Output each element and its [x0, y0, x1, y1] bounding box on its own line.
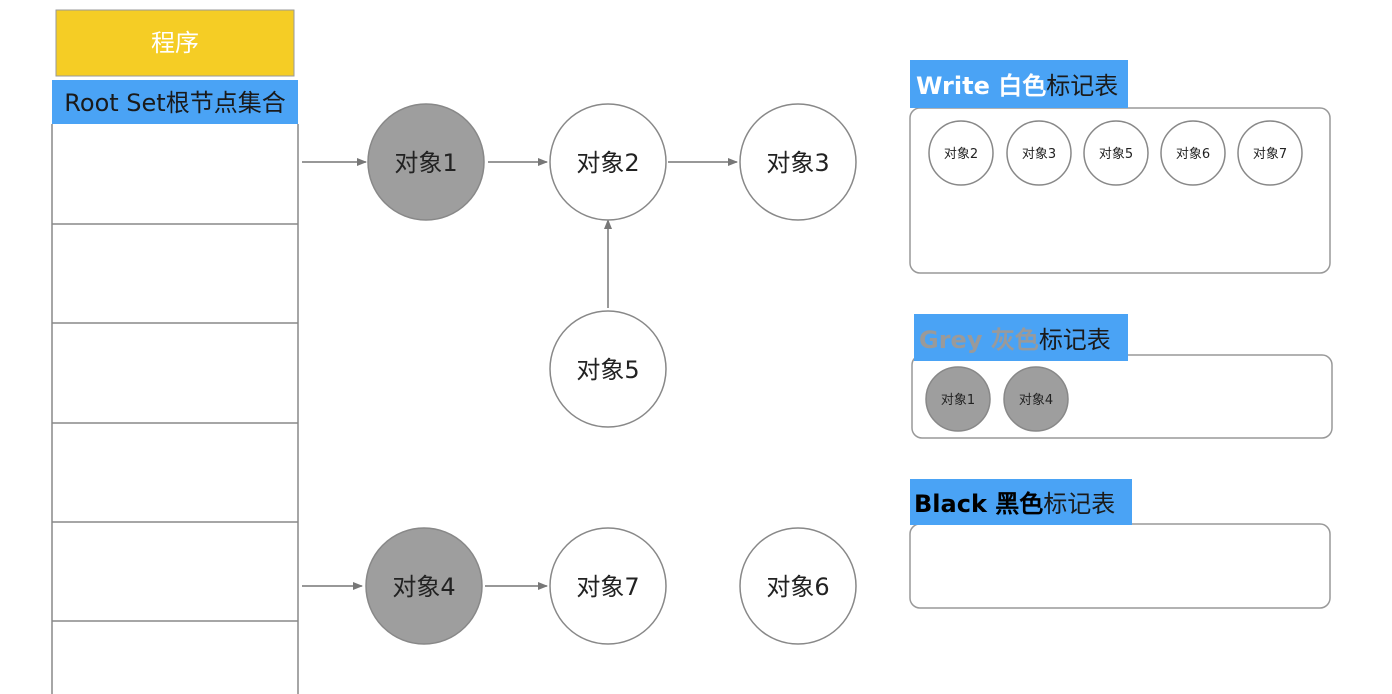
grey-table-item: 对象1: [925, 366, 991, 432]
white-table-title-suffix: 标记表: [1046, 72, 1118, 100]
grey-table-item: 对象4: [1003, 366, 1069, 432]
root-set-title: Root Set根节点集合: [64, 89, 285, 117]
root-set-stack: [51, 124, 299, 694]
white-table-item-label: 对象5: [1099, 147, 1133, 162]
object-node-label: 对象2: [576, 149, 639, 177]
object-node-2: 对象2: [549, 103, 667, 221]
object-node-label: 对象3: [766, 149, 829, 177]
object-node-label: 对象6: [766, 573, 829, 601]
object-node-1: 对象1: [367, 103, 485, 221]
object-node-5: 对象5: [549, 310, 667, 428]
object-node-6: 对象6: [739, 527, 857, 645]
object-node-label: 对象1: [394, 149, 457, 177]
object-node-4: 对象4: [365, 527, 483, 645]
white-table-item: 对象6: [1160, 120, 1226, 186]
grey-table-title: Grey 灰色标记表: [919, 326, 1111, 354]
black-table-box: [909, 523, 1331, 609]
white-table-item-label: 对象6: [1176, 147, 1210, 162]
black-table-title: Black 黑色标记表: [914, 490, 1115, 518]
black-table-label-bg: [910, 479, 1132, 525]
white-table-title: Write 白色标记表: [916, 72, 1118, 100]
grey-mark-table: Grey 灰色标记表 对象1 对象4: [911, 314, 1333, 439]
grey-table-item-label: 对象1: [941, 393, 975, 408]
object-node-label: 对象7: [576, 573, 639, 601]
grey-table-title-suffix: 标记表: [1039, 326, 1111, 354]
white-table-item-label: 对象7: [1253, 147, 1287, 162]
object-node-label: 对象4: [392, 573, 455, 601]
black-table-title-color: Black 黑色: [914, 490, 1043, 518]
object-node-label: 对象5: [576, 356, 639, 384]
grey-table-label-bg: [914, 314, 1128, 361]
program-header: [55, 9, 295, 77]
grey-table-item-label: 对象4: [1019, 393, 1053, 408]
program-title: 程序: [151, 29, 199, 57]
white-table-item: 对象2: [928, 120, 994, 186]
white-table-item: 对象5: [1083, 120, 1149, 186]
black-table-title-suffix: 标记表: [1043, 490, 1115, 518]
white-table-item-label: 对象3: [1022, 147, 1056, 162]
black-mark-table: Black 黑色标记表: [909, 479, 1331, 609]
object-node-7: 对象7: [549, 527, 667, 645]
white-table-title-color: Write 白色: [916, 72, 1046, 100]
root-set-header: [52, 80, 298, 124]
white-table-item: 对象7: [1237, 120, 1303, 186]
grey-table-title-color: Grey 灰色: [919, 326, 1039, 354]
white-mark-table: Write 白色标记表 对象2 对象3 对象5 对象6 对象7: [909, 60, 1331, 274]
white-table-item-label: 对象2: [944, 147, 978, 162]
white-table-item: 对象3: [1006, 120, 1072, 186]
object-node-3: 对象3: [739, 103, 857, 221]
white-table-label-bg: [910, 60, 1128, 108]
